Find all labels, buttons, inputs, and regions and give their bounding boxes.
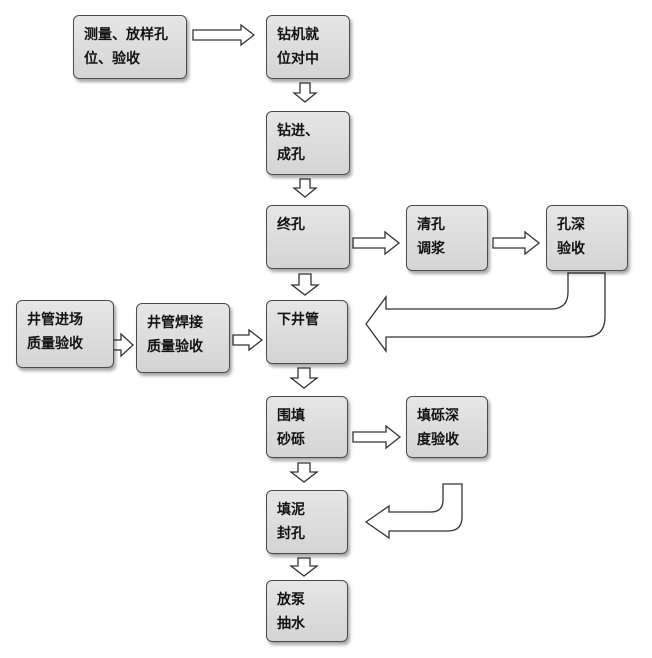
step-gravel-fill-line2: 砂砾 — [277, 432, 305, 448]
step-clean-hole-line1: 清孔 — [417, 217, 445, 233]
step-pipe-welding-line2: 质量验收 — [147, 339, 203, 355]
arrow-final-to-clean — [352, 230, 401, 256]
step-lower-pipe-line1: 下井管 — [277, 312, 319, 328]
step-survey-layout-line2: 位、验收 — [84, 51, 140, 67]
step-final-hole: 终孔 — [266, 205, 350, 269]
step-drilling-line2: 成孔 — [277, 147, 305, 163]
step-survey-layout: 测量、放样孔 位、验收 — [73, 15, 187, 79]
step-pump-water-line1: 放泵 — [277, 592, 305, 608]
step-gravel-fill-line1: 围填 — [277, 408, 305, 424]
step-pump-water-line2: 抽水 — [277, 616, 305, 632]
step-gravel-check-line1: 填砾深 — [417, 408, 459, 424]
arrow-depth-to-lower — [365, 272, 606, 353]
step-drilling: 钻进、 成孔 — [266, 111, 350, 175]
step-gravel-check-line2: 度验收 — [417, 432, 459, 448]
step-clay-seal-line1: 填泥 — [277, 502, 305, 518]
step-pipe-welding: 井管焊接 质量验收 — [136, 303, 230, 373]
step-pipe-arrival: 井管进场 质量验收 — [16, 300, 114, 368]
arrow-rig-to-drilling — [292, 82, 318, 103]
step-gravel-fill: 围填 砂砾 — [266, 396, 348, 458]
arrow-clean-to-depth — [492, 230, 541, 256]
step-survey-layout-line1: 测量、放样孔 — [84, 27, 168, 43]
step-depth-check-line1: 孔深 — [557, 217, 585, 233]
step-depth-check-line2: 验收 — [557, 241, 585, 257]
arrow-survey-to-rig — [192, 23, 256, 47]
step-depth-check: 孔深 验收 — [546, 205, 628, 271]
arrow-drilling-to-final — [292, 178, 318, 198]
step-clay-seal: 填泥 封孔 — [266, 490, 348, 554]
arrow-gravel-to-clay — [289, 462, 319, 483]
arrow-arrival-to-welding — [112, 332, 134, 358]
step-final-hole-line1: 终孔 — [277, 217, 305, 233]
step-gravel-check: 填砾深 度验收 — [406, 396, 488, 458]
arrow-gravel-to-check — [352, 424, 402, 450]
step-drilling-line1: 钻进、 — [277, 123, 319, 139]
step-rig-position-line1: 钻机就 — [277, 27, 319, 43]
step-clean-hole-line2: 调浆 — [417, 241, 445, 257]
step-pipe-arrival-line1: 井管进场 — [27, 312, 83, 328]
arrow-final-to-lower — [290, 273, 320, 296]
step-rig-position: 钻机就 位对中 — [266, 15, 350, 79]
arrow-clay-to-pump — [289, 557, 319, 577]
step-clay-seal-line2: 封孔 — [277, 526, 305, 542]
step-clean-hole: 清孔 调浆 — [406, 205, 488, 271]
step-lower-pipe: 下井管 — [266, 300, 348, 364]
step-pipe-arrival-line2: 质量验收 — [27, 336, 83, 352]
step-pipe-welding-line1: 井管焊接 — [147, 315, 203, 331]
step-pump-water: 放泵 抽水 — [266, 580, 348, 642]
arrow-welding-to-lower — [232, 328, 264, 352]
arrow-check-to-clay — [364, 483, 463, 540]
arrow-lower-to-gravel — [289, 367, 319, 389]
step-rig-position-line2: 位对中 — [277, 51, 319, 67]
